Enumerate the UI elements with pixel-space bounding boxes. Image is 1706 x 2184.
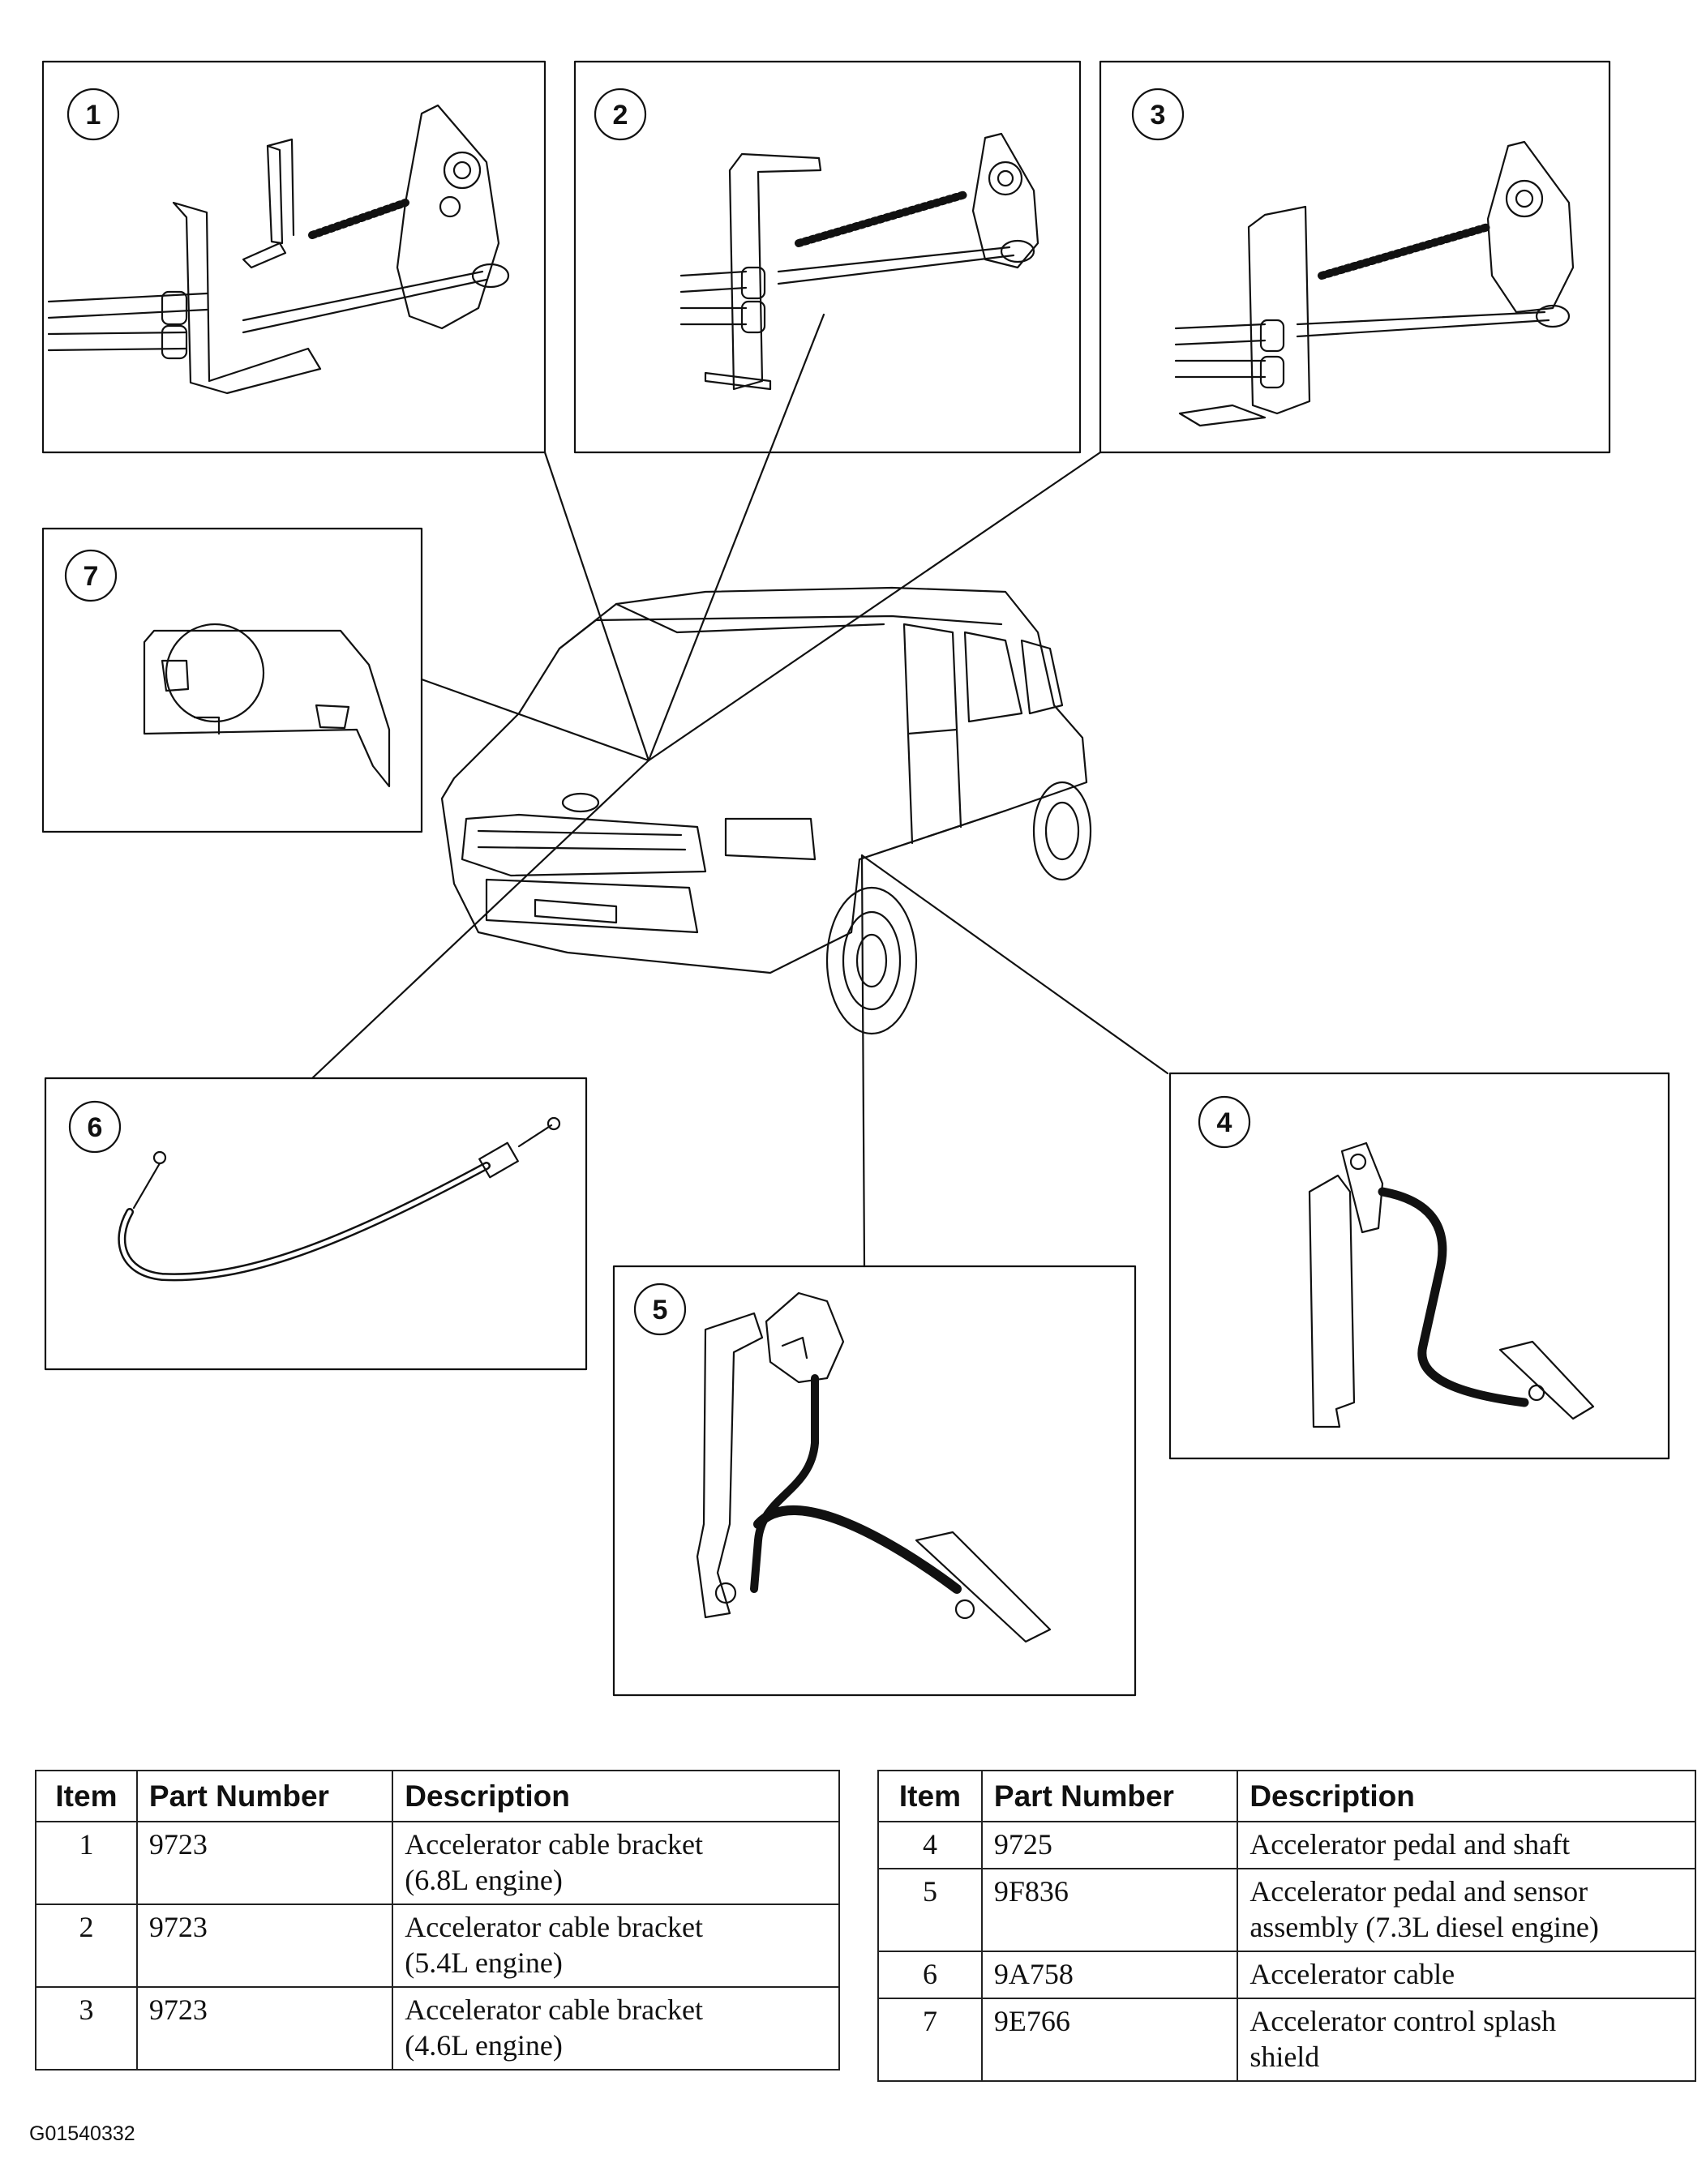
cell-item: 3 xyxy=(35,1985,138,2071)
exploded-view-figure: 1 2 3 4 5 6 7 xyxy=(41,60,1670,1697)
description-line: Accelerator control splash xyxy=(1249,2004,1557,2037)
header-description: Description xyxy=(1237,1769,1696,1823)
table-row: 4 9725 Accelerator pedal and shaft xyxy=(877,1821,1696,1870)
table-row: 3 9723 Accelerator cable bracket(4.6L en… xyxy=(35,1985,840,2071)
cell-description: Accelerator cable bracket(5.4L engine) xyxy=(392,1903,840,1988)
header-description: Description xyxy=(392,1769,840,1823)
callout-number-6: 6 xyxy=(88,1112,103,1143)
callout-circle-1 xyxy=(66,88,120,141)
cell-item: 7 xyxy=(877,1997,983,2082)
description-line: (4.6L engine) xyxy=(405,2028,563,2062)
callout-number-2: 2 xyxy=(613,100,628,131)
description-line: Accelerator cable bracket xyxy=(405,1910,704,1943)
description-line: shield xyxy=(1249,2040,1320,2073)
cell-part-number: 9723 xyxy=(135,1821,394,1905)
splash-shield-illustration xyxy=(143,623,391,788)
cable-bracket-6-8l-illustration xyxy=(47,104,510,395)
detail-panel-1 xyxy=(41,60,547,454)
header-part-number: Part Number xyxy=(980,1769,1239,1823)
detail-panel-4 xyxy=(1168,1072,1670,1460)
description-line: Accelerator cable bracket xyxy=(405,1828,704,1861)
van-illustration xyxy=(440,586,1092,1035)
table-row: 2 9723 Accelerator cable bracket(5.4L en… xyxy=(35,1903,840,1988)
callout-circle-6 xyxy=(68,1100,122,1154)
description-line: assembly (7.3L diesel engine) xyxy=(1249,1910,1599,1943)
cell-part-number: 9F836 xyxy=(980,1868,1239,1952)
detail-panel-2 xyxy=(573,60,1082,454)
cell-item: 4 xyxy=(877,1821,983,1870)
callout-circle-5 xyxy=(633,1283,687,1336)
accelerator-cable-illustration xyxy=(118,1116,561,1282)
header-part-number: Part Number xyxy=(135,1769,394,1823)
description-line: Accelerator pedal and shaft xyxy=(1249,1828,1571,1861)
description-line: Accelerator pedal and sensor xyxy=(1249,1875,1588,1908)
cell-item: 5 xyxy=(877,1868,983,1952)
description-line: Accelerator cable bracket xyxy=(405,1993,704,2026)
description-line: Accelerator cable xyxy=(1249,1957,1455,1990)
callout-circle-7 xyxy=(64,549,118,602)
callout-number-1: 1 xyxy=(86,100,101,131)
table-header-row: Item Part Number Description xyxy=(35,1769,840,1823)
cell-part-number: 9A758 xyxy=(980,1950,1239,1999)
pedal-shaft-illustration xyxy=(1308,1141,1595,1428)
header-item: Item xyxy=(877,1769,983,1823)
parts-table-right: Item Part Number Description 4 9725 Acce… xyxy=(877,1769,1696,2082)
parts-table-left: Item Part Number Description 1 9723 Acce… xyxy=(35,1769,840,2071)
cell-description: Accelerator cable xyxy=(1237,1950,1696,1999)
cable-bracket-5-4l-illustration xyxy=(679,132,1039,391)
detail-panel-3 xyxy=(1099,60,1611,454)
callout-circle-4 xyxy=(1198,1095,1251,1149)
table-row: 6 9A758 Accelerator cable xyxy=(877,1950,1696,1999)
cable-bracket-4-6l-illustration xyxy=(1174,140,1575,427)
cell-description: Accelerator pedal and shaft xyxy=(1237,1821,1696,1870)
figure-code: G01540332 xyxy=(29,2122,135,2145)
detail-panel-5 xyxy=(612,1265,1137,1697)
pedal-sensor-illustration xyxy=(696,1291,1052,1643)
cell-item: 6 xyxy=(877,1950,983,1999)
header-item: Item xyxy=(35,1769,138,1823)
cell-part-number: 9E766 xyxy=(980,1997,1239,2082)
callout-number-5: 5 xyxy=(653,1295,668,1325)
cell-item: 1 xyxy=(35,1821,138,1905)
cell-part-number: 9725 xyxy=(980,1821,1239,1870)
callout-circle-2 xyxy=(594,88,647,141)
table-row: 1 9723 Accelerator cable bracket(6.8L en… xyxy=(35,1821,840,1905)
callout-number-7: 7 xyxy=(84,561,99,592)
cell-part-number: 9723 xyxy=(135,1985,394,2071)
detail-panel-7 xyxy=(41,527,423,833)
description-line: (6.8L engine) xyxy=(405,1864,563,1897)
description-line: (5.4L engine) xyxy=(405,1946,563,1979)
cell-part-number: 9723 xyxy=(135,1903,394,1988)
cell-description: Accelerator cable bracket(4.6L engine) xyxy=(392,1985,840,2071)
cell-item: 2 xyxy=(35,1903,138,1988)
callout-number-3: 3 xyxy=(1151,100,1166,131)
detail-panel-6 xyxy=(44,1077,588,1371)
table-header-row: Item Part Number Description xyxy=(877,1769,1696,1823)
cell-description: Accelerator cable bracket(6.8L engine) xyxy=(392,1821,840,1905)
leader-lines xyxy=(311,313,1169,1268)
callout-circle-3 xyxy=(1131,88,1185,141)
callout-number-4: 4 xyxy=(1217,1107,1232,1138)
